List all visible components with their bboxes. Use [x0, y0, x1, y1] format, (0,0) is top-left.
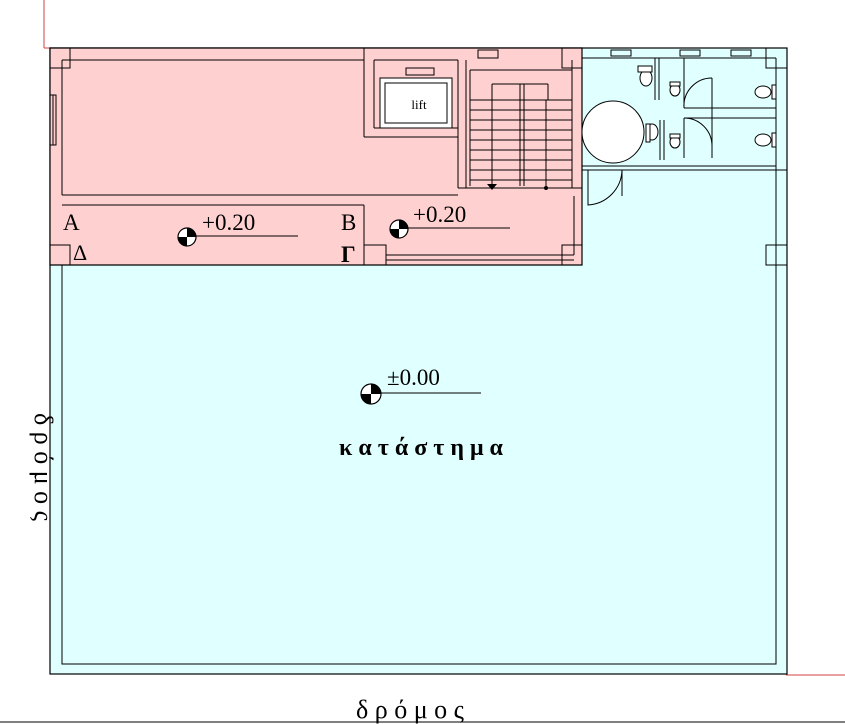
level-label-mezzanine-2: +0.20 — [413, 202, 466, 227]
washroom — [581, 58, 776, 206]
street-label-left: δ ρ ό μ ο ς — [29, 413, 58, 522]
level-datum-icon — [360, 383, 481, 405]
columns — [49, 47, 788, 266]
toilet-icon — [669, 133, 681, 149]
arrow-down-icon — [487, 184, 497, 190]
service-zone-area — [49, 47, 583, 266]
room-label-shop: κ α τ ά σ τ η μ α — [339, 435, 504, 461]
left-window — [49, 94, 57, 146]
toilet-icon — [637, 65, 653, 87]
street-label-bottom: δ ρ ό μ ο ς — [356, 695, 465, 724]
lift-label: lift — [411, 97, 427, 112]
level-datum-icon — [389, 219, 510, 239]
level-label-mezzanine-1: +0.20 — [202, 210, 255, 235]
washroom-fixtures-top — [610, 49, 752, 57]
stair-marker — [544, 186, 548, 190]
corner-label-a: Α — [63, 210, 80, 235]
level-label-shop: ±0.00 — [387, 365, 440, 390]
staircase — [469, 69, 572, 186]
corner-label-g: Γ — [341, 242, 356, 267]
toilet-icon — [645, 123, 659, 143]
corner-label-d: Δ — [73, 240, 87, 265]
toilet-icon — [669, 81, 681, 97]
toilet-icon — [754, 84, 777, 100]
toilet-icon — [754, 132, 777, 148]
corner-label-b: Β — [341, 210, 356, 235]
level-datum-icon — [177, 227, 298, 247]
lift-shaft: lift — [379, 67, 453, 129]
shop-walls — [61, 57, 787, 665]
